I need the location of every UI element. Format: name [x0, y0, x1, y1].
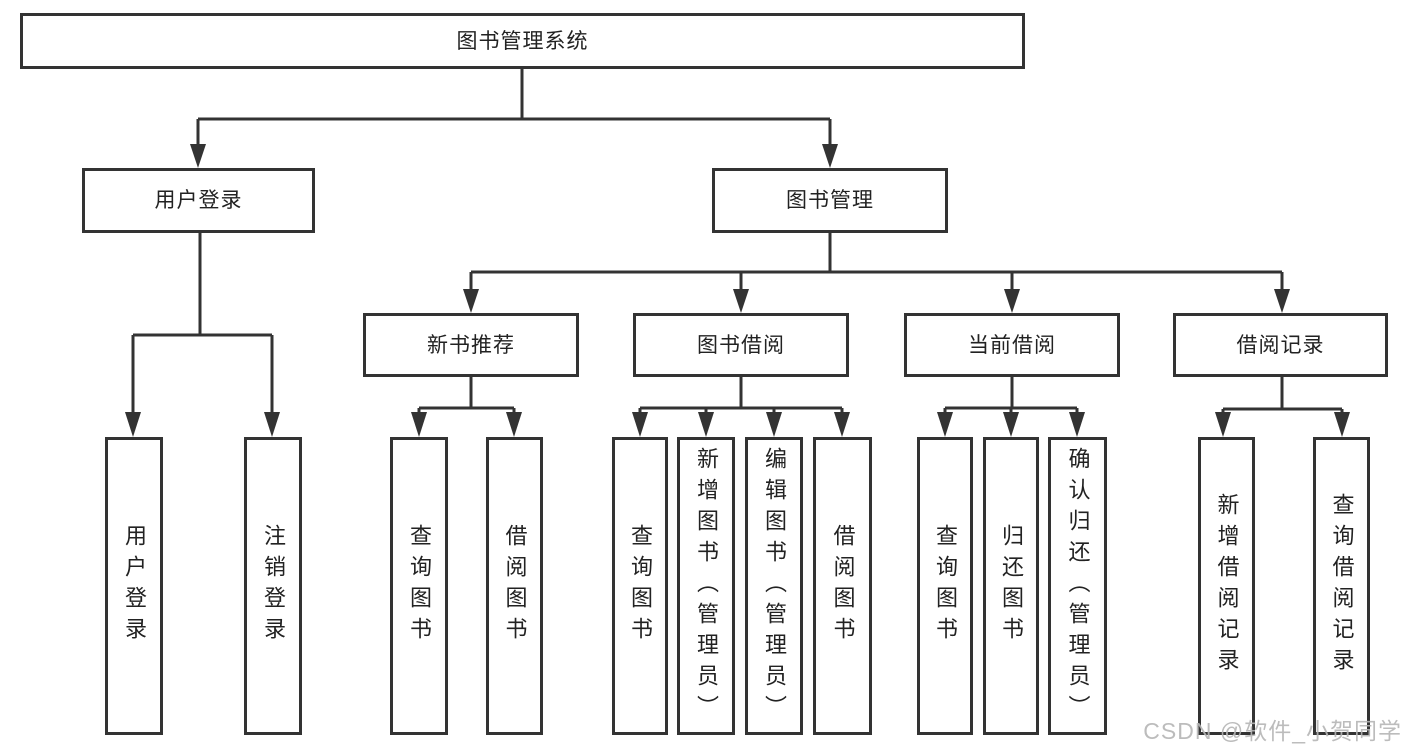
leaf-query-book-recommend: 查询图书: [390, 437, 448, 735]
node-book-borrow: 图书借阅: [633, 313, 849, 377]
arrowhead: [632, 412, 648, 437]
node-current-borrow: 当前借阅: [904, 313, 1120, 377]
arrowhead: [822, 144, 838, 168]
leaf-add-borrow-record: 新增借阅记录: [1198, 437, 1255, 735]
connector-root-branch: [196, 69, 832, 146]
leaf-query-book-borrow: 查询图书: [612, 437, 668, 735]
connector-current-borrow-branch: [943, 377, 1079, 414]
arrowhead: [411, 412, 427, 437]
arrowhead: [733, 289, 749, 313]
arrowhead: [698, 412, 714, 437]
arrowhead: [463, 289, 479, 313]
node-borrow-record: 借阅记录: [1173, 313, 1388, 377]
connector-new-book-branch: [417, 377, 516, 414]
arrowhead: [1334, 412, 1350, 437]
leaf-user-login: 用户登录: [105, 437, 163, 735]
leaf-borrow-book: 借阅图书: [813, 437, 872, 735]
arrowhead: [1003, 412, 1019, 437]
leaf-query-book-current: 查询图书: [917, 437, 973, 735]
node-book-management: 图书管理: [712, 168, 948, 233]
leaf-logout: 注销登录: [244, 437, 302, 735]
connector-book-borrow-branch: [638, 377, 844, 414]
node-user-login: 用户登录: [82, 168, 315, 233]
arrowhead: [834, 412, 850, 437]
leaf-add-book-admin: 新增图书（管理员）: [677, 437, 735, 735]
arrowhead: [125, 412, 141, 437]
leaf-confirm-return-admin: 确认归还（管理员）: [1048, 437, 1107, 735]
arrowhead: [1004, 289, 1020, 313]
node-new-book-recommend: 新书推荐: [363, 313, 579, 377]
leaf-edit-book-admin: 编辑图书（管理员）: [745, 437, 803, 735]
arrowhead: [1069, 412, 1085, 437]
arrowhead: [1215, 412, 1231, 437]
csdn-watermark: CSDN @软件_小贺同学: [1143, 718, 1402, 744]
arrowhead: [766, 412, 782, 437]
arrowhead: [937, 412, 953, 437]
arrowhead: [1274, 289, 1290, 313]
connector-user-login-branch: [131, 232, 274, 414]
leaf-borrow-book-recommend: 借阅图书: [486, 437, 543, 735]
arrowhead: [264, 412, 280, 437]
connector-book-mgmt-branch: [469, 233, 1284, 291]
connector-borrow-record-branch: [1221, 377, 1344, 414]
arrowhead: [190, 144, 206, 168]
arrowhead: [506, 412, 522, 437]
leaf-query-borrow-record: 查询借阅记录: [1313, 437, 1370, 735]
node-root: 图书管理系统: [20, 13, 1025, 69]
leaf-return-book: 归还图书: [983, 437, 1039, 735]
